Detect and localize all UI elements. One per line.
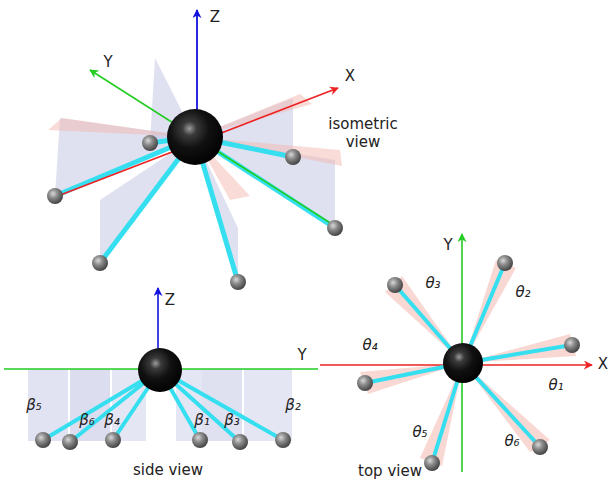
isometric-feet — [47, 188, 343, 290]
angle-label: β₅ — [26, 396, 42, 414]
axis-label: X — [345, 67, 355, 85]
axis-label: Y — [103, 53, 112, 71]
angle-label: β₃ — [224, 411, 240, 429]
side-z-axis — [157, 288, 159, 352]
side-feet — [35, 432, 291, 450]
angle-label: θ₃ — [425, 274, 440, 292]
isometric-planes — [48, 58, 342, 282]
top-feet — [357, 255, 580, 471]
top-legs — [365, 263, 572, 463]
angle-label: β₂ — [285, 396, 301, 414]
axis-label: Y — [297, 346, 306, 364]
angle-label: θ₄ — [362, 336, 377, 354]
angle-label: θ₁ — [548, 376, 563, 394]
view-caption: isometric view — [327, 115, 399, 151]
axis-label: Y — [443, 236, 452, 254]
angle-label: β₄ — [104, 411, 120, 429]
angle-label: θ₆ — [504, 432, 519, 450]
axis-label: X — [598, 355, 608, 373]
angle-label: β₁ — [194, 411, 210, 429]
angle-label: θ₂ — [515, 283, 530, 301]
view-caption: side view — [133, 461, 203, 479]
isometric-axes — [50, 10, 338, 226]
axis-label: Z — [165, 291, 175, 309]
hub-sphere — [443, 343, 483, 383]
angle-label: β₆ — [79, 411, 95, 429]
hub-sphere — [138, 348, 182, 392]
top-wedges — [360, 260, 576, 466]
hub-sphere — [167, 109, 223, 165]
axis-label: Z — [210, 8, 220, 26]
view-caption: top view — [358, 462, 422, 480]
angle-label: θ₅ — [412, 423, 427, 441]
